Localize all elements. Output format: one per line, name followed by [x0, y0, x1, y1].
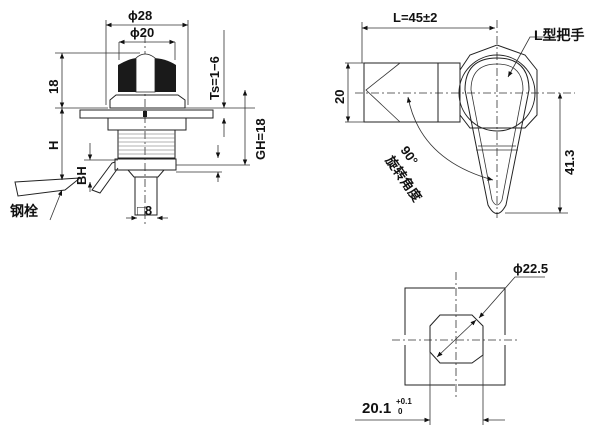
dim-gh: GH=18 — [253, 118, 268, 160]
tolerance-lower: 0 — [398, 407, 403, 416]
label-steel-bolt: 钢栓 — [10, 203, 38, 219]
dim-length: L=45±2 — [393, 10, 437, 25]
dim-handle-length: 41.3 — [562, 150, 577, 175]
dim-square: □8 — [137, 203, 152, 218]
dim-cutout-width: 20.1 — [362, 400, 391, 417]
dim-ts: Ts=1−6 — [207, 56, 222, 100]
dim-h: H — [46, 141, 61, 150]
dim-knob-height: 18 — [46, 80, 61, 94]
label-handle: L型把手 — [534, 27, 585, 43]
side-view: ϕ28 ϕ20 18 H BH — [10, 8, 268, 225]
dim-width: 20 — [332, 90, 347, 104]
dim-cutout-diameter: ϕ22.5 — [513, 261, 548, 276]
tolerance-upper: +0.1 — [396, 397, 412, 406]
dim-inner-diameter: ϕ20 — [130, 25, 154, 40]
panel-cutout-view: ϕ22.5 20.1 +0.1 0 — [355, 261, 548, 425]
top-view: L=45±2 20 41.3 L型把手 90° 旋转角度 — [332, 10, 585, 218]
dim-bh: BH — [74, 166, 89, 185]
dim-outer-diameter: ϕ28 — [128, 8, 152, 23]
